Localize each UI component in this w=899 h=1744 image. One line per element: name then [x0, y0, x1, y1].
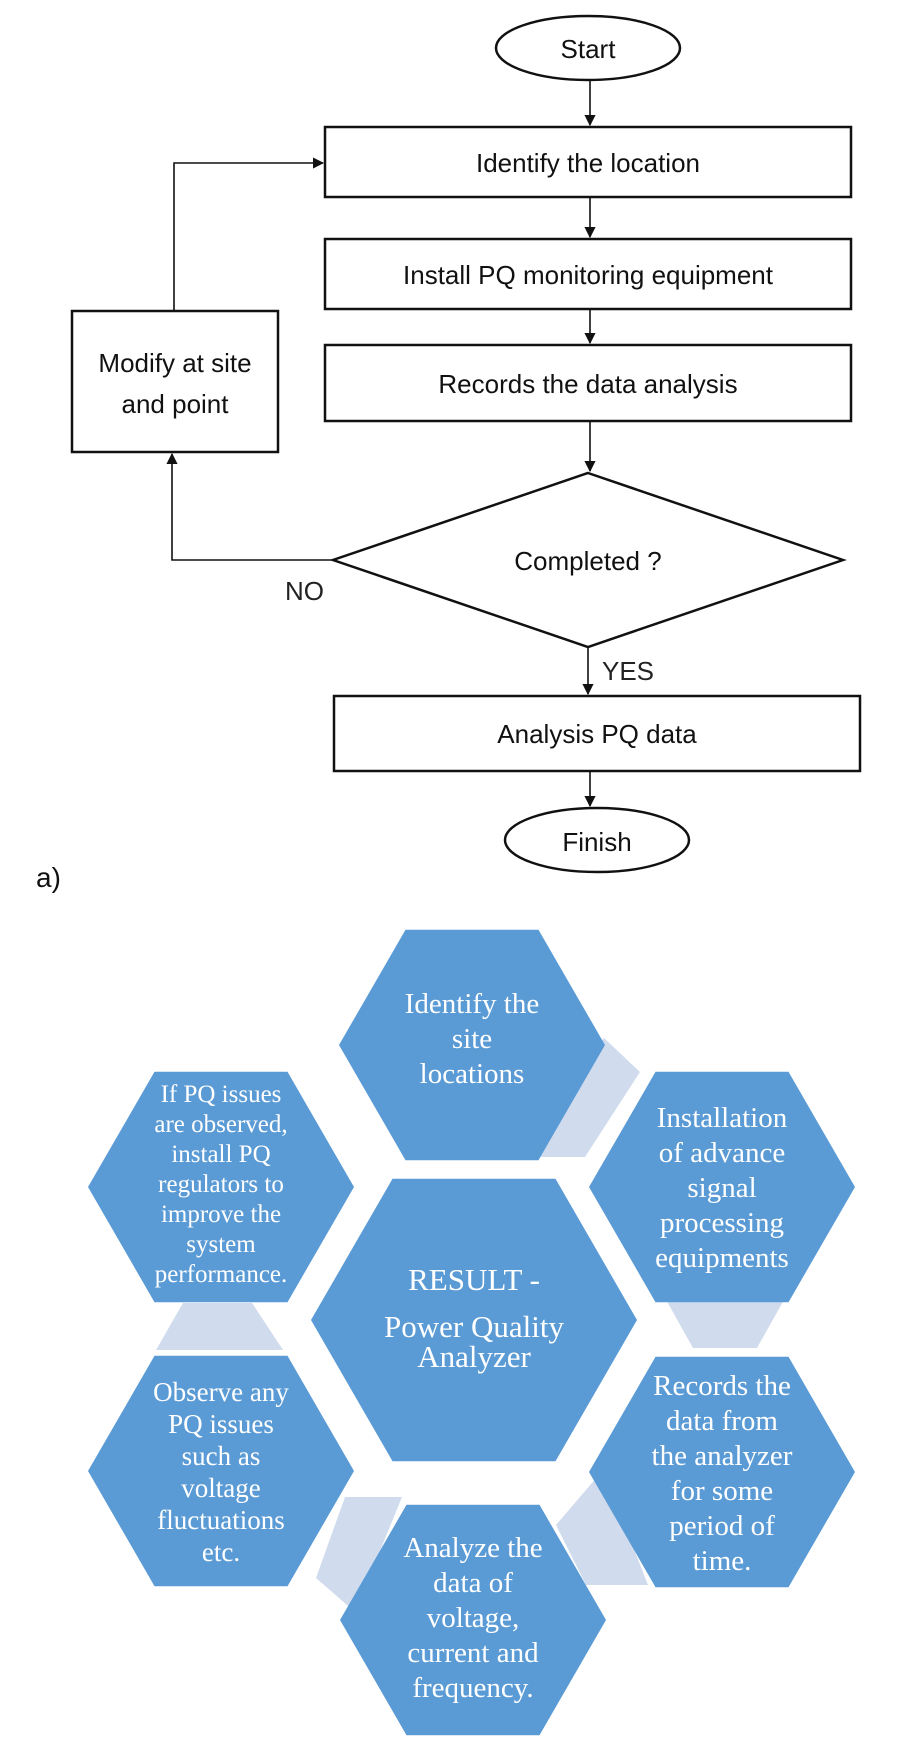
hex-installation-line-2: of advance: [659, 1137, 785, 1169]
edge-modify-identify: [173, 157, 325, 311]
flowchart: Start Identify the location Install PQ m…: [70, 14, 862, 874]
install-equipment-box: [323, 237, 853, 311]
hex-install-regulators-line-6: system: [186, 1231, 256, 1258]
identify-location-label: Identify the location: [476, 148, 700, 178]
hex-analyze-data-line-2: data of: [433, 1567, 513, 1599]
connector-lower-right-to-lower-left: [556, 1470, 648, 1585]
hex-records-data-line-4: for some: [671, 1475, 773, 1507]
hex-installation-line-4: processing: [660, 1207, 784, 1239]
hex-records-data-line-5: period of: [669, 1510, 775, 1542]
hex-analyze-data: [340, 1504, 606, 1736]
panel-a-label: a): [36, 862, 61, 893]
edge-decision-modify-no: [166, 452, 333, 561]
hex-observe-issues-line-4: voltage: [181, 1473, 260, 1503]
hex-install-regulators-line-2: are observed,: [154, 1111, 287, 1138]
hex-observe-issues: [88, 1355, 354, 1587]
hex-install-regulators-line-1: If PQ issues: [161, 1081, 282, 1108]
hex-observe-issues-line-1: Observe any: [153, 1377, 289, 1407]
hex-analyze-data-line-4: current and: [407, 1637, 539, 1669]
start-label: Start: [561, 34, 617, 64]
hex-records-data-line-1: Records the: [653, 1370, 791, 1402]
analysis-pq-label: Analysis PQ data: [497, 719, 697, 749]
hex-result-center-line-3: Analyzer: [417, 1339, 531, 1374]
hex-records-data-line-2: data from: [666, 1405, 778, 1437]
hex-observe-issues-line-6: etc.: [202, 1537, 240, 1567]
records-data-box: [323, 343, 853, 423]
hex-records-data-line-6: time.: [693, 1545, 752, 1577]
hex-identify-site-line-1: Identify the: [405, 988, 539, 1020]
hex-result-center-line-1: RESULT -: [408, 1262, 540, 1297]
hex-observe-issues-line-5: fluctuations: [157, 1505, 284, 1535]
connector-upper-right-to-lower-right: [665, 1298, 785, 1348]
modify-site-label-line2: and point: [122, 389, 230, 419]
hex-install-regulators-line-5: improve the: [161, 1201, 281, 1228]
modify-site-box: [70, 309, 280, 454]
connector-top-to-upper-right: [540, 1038, 640, 1157]
hex-install-regulators-line-3: install PQ: [171, 1141, 270, 1168]
hex-installation-line-5: equipments: [655, 1242, 789, 1274]
hex-installation-line-3: signal: [687, 1172, 756, 1204]
modify-site-label-line1: Modify at site: [98, 348, 251, 378]
hex-result-center-line-2: Power Quality: [384, 1309, 564, 1344]
records-data-label: Records the data analysis: [438, 369, 737, 399]
hex-observe-issues-line-2: PQ issues: [168, 1409, 274, 1439]
hex-records-data-line-3: the analyzer: [652, 1440, 793, 1472]
finish-label: Finish: [562, 827, 631, 857]
completed-decision-label: Completed ?: [514, 546, 661, 576]
install-equipment-label: Install PQ monitoring equipment: [403, 260, 774, 290]
connector-lower-left-to-upper-left: [156, 1303, 283, 1350]
hex-observe-issues-line-3: such as: [182, 1441, 261, 1471]
yes-label: YES: [602, 656, 654, 686]
hex-analyze-data-line-3: voltage,: [427, 1602, 520, 1634]
hex-identify-site-line-2: site: [452, 1023, 492, 1055]
hex-records-data: [589, 1356, 855, 1588]
connector-lower-left-to-bottom: [316, 1497, 402, 1612]
analysis-pq-box: [332, 694, 862, 773]
hex-installation-line-1: Installation: [657, 1102, 788, 1134]
hex-installation: [589, 1071, 855, 1303]
hex-install-regulators: [88, 1071, 354, 1303]
hex-identify-site-line-3: locations: [420, 1058, 525, 1090]
start-terminator: [494, 14, 682, 82]
no-label: NO: [285, 576, 324, 606]
hex-install-regulators-line-4: regulators to: [158, 1171, 284, 1198]
hex-identify-site: [339, 929, 605, 1161]
hex-install-regulators-line-7: performance.: [155, 1261, 288, 1288]
hex-analyze-data-line-1: Analyze the: [403, 1532, 542, 1564]
identify-location-box: [323, 125, 853, 199]
hex-result-center: [311, 1178, 637, 1462]
hex-analyze-data-line-5: frequency.: [412, 1672, 533, 1704]
finish-terminator: [503, 806, 691, 874]
